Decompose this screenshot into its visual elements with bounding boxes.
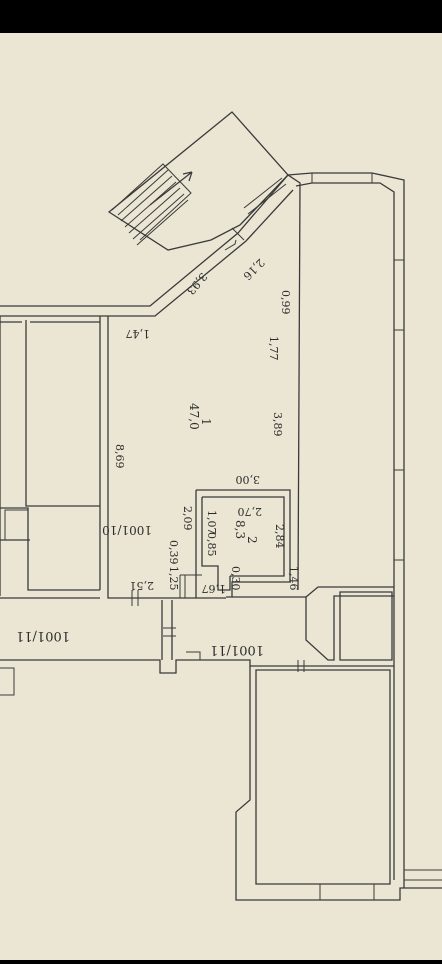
door-tick-2 [297,660,305,672]
corridor-top-wall [0,596,306,599]
door-tick-1 [131,590,139,606]
code-corridor: 1001/11 [210,642,264,657]
dim-030: 0,30 [229,566,242,591]
dim-389: 3,89 [271,412,284,437]
dim-270: 2,70 [238,505,263,518]
dim-177: 1,77 [267,336,280,361]
dim-039: 0,39 [167,540,180,565]
dim-300: 3,00 [236,473,261,486]
lower-room-window [319,884,375,900]
dim-125: 1,25 [167,566,180,591]
room2-area: 8,3 [233,520,247,539]
corridor-doors [163,627,176,637]
code-left-corridor: 1001/11 [16,628,70,643]
right-wing-inner-wall [295,182,395,880]
left-room-d [0,507,100,591]
staircase-outline [107,111,289,251]
lower-room-side-window [404,869,442,881]
top-black-band [0,0,442,33]
room2-step [179,574,202,598]
room1-number: 1 [199,418,213,426]
dim-085: 0,85 [205,532,218,557]
main-room-inner-wall [0,189,294,317]
corner-wedge [224,239,237,251]
dim-167: 1,67 [202,582,227,595]
right-room-bevel [305,586,394,598]
window-top [311,173,373,183]
lower-room-outline [235,666,442,901]
dim-146: 1,46 [287,566,300,591]
dim-251: 2,51 [130,579,155,592]
corridor-bottom-wall [0,659,394,674]
window-right [394,259,404,561]
dim-209: 2,09 [181,506,194,531]
room2-left-wall [195,490,231,598]
main-room-outer-wall [0,174,301,591]
room2-inner [202,496,285,577]
room2-number: 2 [245,536,259,544]
corridor-divider [161,600,173,660]
dim-107: 1,07 [205,510,218,535]
dim-284: 2,84 [273,524,286,549]
dim-099: 0,99 [279,290,292,315]
code-room1: 1001/10 [102,523,152,537]
vent-lines [231,177,287,241]
dim-147: 1,47 [126,327,151,340]
wall-lines [0,111,442,901]
main-room-right-wall [107,316,180,599]
labels: 2,16 3,93 0,99 1,47 1,77 3,89 47,0 1 8,6… [16,256,300,657]
left-room-a [25,320,100,507]
staircase-arrow [149,171,193,206]
lower-room-inner [255,669,391,885]
room1-area: 47,0 [187,403,201,430]
right-small-room [305,591,394,661]
left-closet [4,509,29,541]
corridor-left-door [0,667,15,696]
dim-869: 8,69 [113,444,126,469]
corridor-notch [186,651,201,660]
room2-outline [196,489,291,598]
